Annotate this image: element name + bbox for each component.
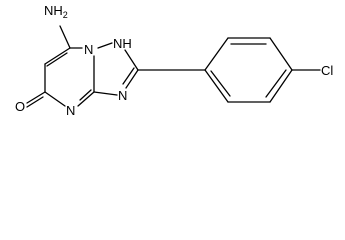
atom-n-bridge: N	[84, 42, 93, 57]
bond-c5-o	[26, 91, 46, 104]
bond-ph-1	[204, 37, 229, 71]
bond-c7-c6	[44, 47, 71, 65]
bond-c5-n4	[44, 91, 66, 107]
bond-c5-o-double	[26, 96, 44, 108]
bond-nh2-c7	[59, 25, 71, 49]
structure-canvas: NH2 NH N N N O Cl	[15, 3, 334, 118]
bond-n4-c3a	[77, 91, 95, 107]
bond-ph-inner-2	[265, 69, 287, 98]
bond-c7-c6-double	[46, 52, 68, 67]
atom-o: O	[15, 99, 25, 114]
bond-c2-n-triazole	[125, 69, 139, 89]
bond-ph-inner-3	[210, 70, 231, 97]
bond-ph-3	[269, 37, 293, 71]
bond-nh-c2	[124, 49, 139, 71]
bonds	[26, 25, 321, 108]
bond-n4-c3a-double	[79, 89, 92, 101]
atom-nh2: NH2	[44, 3, 68, 20]
atom-n-triazole: N	[118, 88, 127, 103]
bond-n-bridge-nh	[97, 42, 113, 49]
atom-n-lower: N	[66, 103, 75, 118]
bond-ph-4	[269, 69, 293, 103]
bond-n-triazole-c3a	[93, 91, 118, 96]
atom-labels: NH2 NH N N N O Cl	[15, 3, 333, 118]
atom-cl: Cl	[321, 63, 333, 78]
bond-ph-6	[204, 69, 229, 103]
atom-nh: NH	[113, 36, 132, 51]
bond-c2-n-triazole-double	[122, 67, 135, 85]
chemical-structure: NH2 NH N N N O Cl	[15, 3, 333, 118]
